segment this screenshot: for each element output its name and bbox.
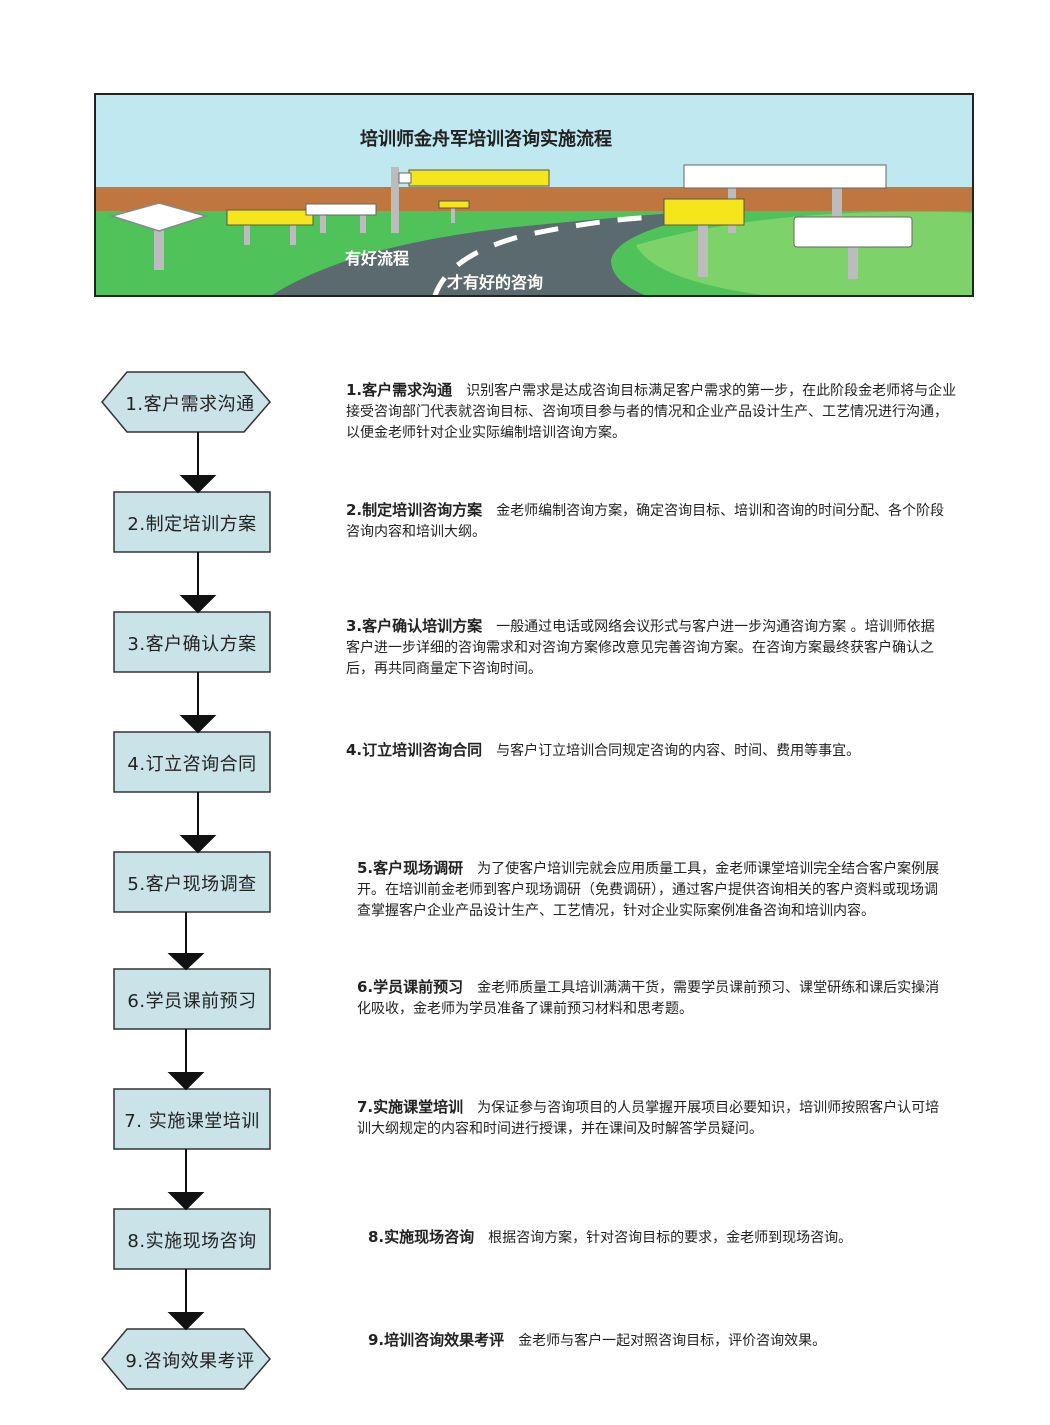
step-4-text: 与客户订立培训合同规定咨询的内容、时间、费用等事宜。	[496, 743, 861, 759]
step-3-label: 3.客户确认方案	[127, 634, 257, 655]
step-1-description: 1.客户需求沟通识别客户需求是达成咨询目标满足客户需求的第一步，在此阶段金老师将…	[346, 380, 958, 444]
step-3-description: 3.客户确认培训方案一般通过电话或网络会议形式与客户进一步沟通咨询方案 。培训师…	[346, 616, 940, 680]
road-text-good-process: 有好流程	[345, 249, 410, 268]
step-3-box	[113, 611, 271, 673]
step-4-description: 4.订立培训咨询合同与客户订立培训合同规定咨询的内容、时间、费用等事宜。	[346, 740, 958, 762]
road-scene	[96, 95, 972, 295]
arrow-7	[167, 1192, 205, 1211]
step-1-title: 1.客户需求沟通	[346, 381, 453, 399]
step-3-title: 3.客户确认培训方案	[346, 617, 483, 635]
step-2-text: 金老师编制咨询方案，确定咨询目标、培训和咨询的时间分配、各个阶段咨询内容和培训大…	[346, 503, 945, 540]
step-4-label: 4.订立咨询合同	[127, 754, 257, 775]
step-5-label: 5.客户现场调查	[127, 874, 257, 895]
arrow-4	[179, 835, 217, 854]
step-5-box	[113, 851, 271, 913]
step-2-title: 2.制定培训咨询方案	[346, 501, 483, 519]
step-8-label: 8.实施现场咨询	[127, 1231, 257, 1252]
step-1-text: 识别客户需求是达成咨询目标满足客户需求的第一步，在此阶段金老师将与企业接受咨询部…	[346, 383, 957, 441]
step-7-title: 7.实施课堂培训	[357, 1098, 464, 1116]
step-9-label: 9.咨询效果考评	[125, 1351, 255, 1372]
banner-illustration: 培训师金舟军培训咨询实施流程 有好流程 才有好的咨询	[94, 93, 974, 297]
step-1-label: 1.客户需求沟通	[125, 394, 255, 415]
step-9-title: 9.培训咨询效果考评	[368, 1331, 505, 1349]
step-8-title: 8.实施现场咨询	[368, 1228, 475, 1246]
step-8-box	[113, 1208, 271, 1270]
step-8-description: 8.实施现场咨询根据咨询方案，针对咨询目标的要求，金老师到现场咨询。	[368, 1227, 958, 1249]
step-9-description: 9.培训咨询效果考评金老师与客户一起对照咨询目标，评价咨询效果。	[368, 1330, 958, 1352]
arrow-6	[167, 1072, 205, 1091]
step-7-text: 为保证参与咨询项目的人员掌握开展项目必要知识，培训师按照客户认可培训大纲规定的内…	[357, 1100, 940, 1137]
step-5-text: 为了使客户培训完就会应用质量工具，金老师课堂培训完全结合客户案例展开。在培训前金…	[357, 861, 940, 919]
step-9-hexagon	[101, 1328, 271, 1390]
step-7-box	[113, 1088, 271, 1150]
arrow-1	[179, 475, 217, 494]
step-7-description: 7.实施课堂培训为保证参与咨询项目的人员掌握开展项目必要知识，培训师按照客户认可…	[357, 1097, 947, 1140]
step-8-text: 根据咨询方案，针对咨询目标的要求，金老师到现场咨询。	[488, 1230, 853, 1246]
step-2-box	[113, 491, 271, 553]
step-5-title: 5.客户现场调研	[357, 859, 464, 877]
step-1-hexagon	[101, 371, 271, 433]
step-6-box	[113, 968, 271, 1030]
arrow-3	[179, 715, 217, 734]
step-7-label: 7. 实施课堂培训	[124, 1111, 260, 1132]
banner-title: 培训师金舟军培训咨询实施流程	[360, 129, 612, 150]
step-3-text: 一般通过电话或网络会议形式与客户进一步沟通咨询方案 。培训师依据客户进一步详细的…	[346, 619, 935, 677]
step-6-text: 金老师质量工具培训满满干货，需要学员课前预习、课堂研练和课后实操消化吸收，金老师…	[357, 980, 940, 1017]
step-2-description: 2.制定培训咨询方案金老师编制咨询方案，确定咨询目标、培训和咨询的时间分配、各个…	[346, 500, 958, 543]
step-4-box	[113, 731, 271, 793]
step-6-label: 6.学员课前预习	[127, 991, 257, 1012]
arrow-2	[179, 595, 217, 614]
step-6-description: 6.学员课前预习金老师质量工具培训满满干货，需要学员课前预习、课堂研练和课后实操…	[357, 977, 947, 1020]
road-text-good-consulting: 才有好的咨询	[447, 273, 544, 292]
step-6-title: 6.学员课前预习	[357, 978, 464, 996]
step-2-label: 2.制定培训方案	[127, 514, 257, 535]
step-4-title: 4.订立培训咨询合同	[346, 741, 483, 759]
step-5-description: 5.客户现场调研为了使客户培训完就会应用质量工具，金老师课堂培训完全结合客户案例…	[357, 858, 947, 922]
step-9-text: 金老师与客户一起对照咨询目标，评价咨询效果。	[518, 1333, 827, 1349]
arrow-8	[167, 1312, 205, 1331]
arrow-5	[167, 953, 205, 971]
